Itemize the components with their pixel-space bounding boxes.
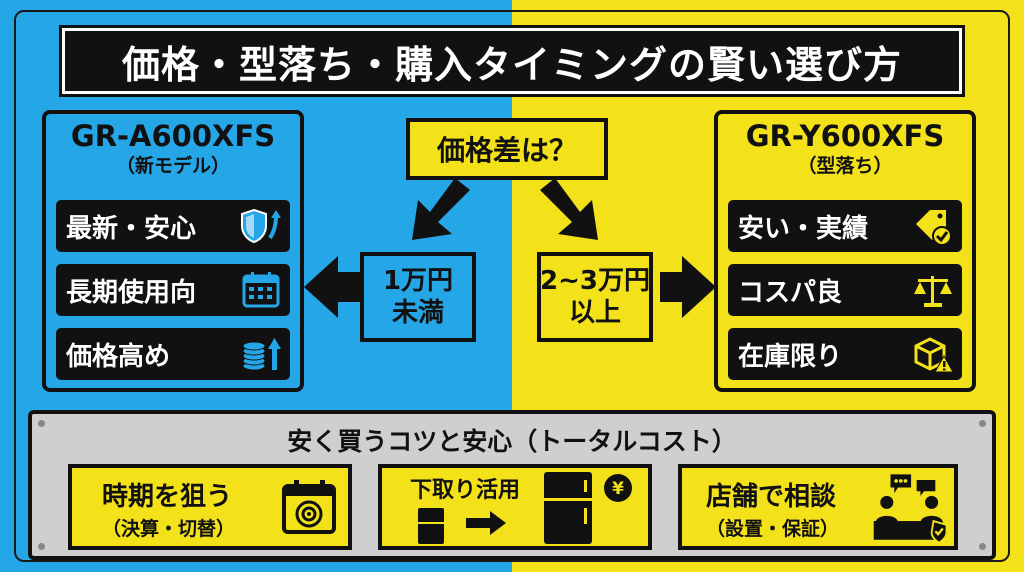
- item-label: 最新・安心: [66, 213, 197, 244]
- tip-sub-label: （決算・切替）: [102, 518, 236, 540]
- new-model-item-longterm: 長期使用向: [56, 264, 290, 316]
- price-diff-large-box: 2~3万円 以上: [537, 252, 653, 342]
- tip-trade-in: 下取り活用 ¥: [378, 464, 652, 550]
- old-model-subtitle: （型落ち）: [797, 155, 893, 177]
- rivet: [979, 543, 986, 550]
- new-model-item-latest: 最新・安心: [56, 200, 290, 252]
- new-model-item-price-high: 価格高め: [56, 328, 290, 380]
- calendar-icon: [242, 272, 280, 308]
- coins-up-icon: [242, 338, 281, 371]
- calendar-target-icon: [282, 480, 336, 534]
- title-banner: 価格・型落ち・購入タイミングの賢い選び方: [62, 28, 962, 94]
- store-consult-icon: [873, 474, 948, 544]
- tip-main-label: 時期を狙う: [102, 482, 233, 512]
- old-model-item-cost-performance: コスパ良: [728, 264, 962, 316]
- tip-main-label: 店舗で相談: [706, 482, 837, 512]
- item-label: コスパ良: [738, 277, 843, 308]
- item-label: 長期使用向: [66, 277, 197, 308]
- old-model-item-cheap: 安い・実績: [728, 200, 962, 252]
- scale-icon: [914, 276, 952, 307]
- tip-sub-label: （設置・保証）: [706, 518, 840, 540]
- price-diff-large-line1: 2~3万円: [540, 266, 650, 296]
- tip-main-label: 下取り活用: [410, 478, 521, 503]
- box-warning-icon: [914, 337, 954, 373]
- new-model-name: GR-A600XFS: [70, 119, 276, 153]
- item-label: 安い・実績: [738, 213, 869, 244]
- item-label: 在庫限り: [738, 341, 843, 372]
- tip-timing: 時期を狙う （決算・切替）: [68, 464, 352, 550]
- tip-store-consult: 店舗で相談 （設置・保証）: [678, 464, 958, 550]
- old-model-panel: GR-Y600XFS （型落ち） 安い・実績 コスパ良 在庫限り: [714, 110, 976, 392]
- price-tag-check-icon: [916, 210, 952, 246]
- fridge-trade-in-icon: ¥: [418, 472, 632, 544]
- price-difference-question: 価格差は？: [406, 118, 608, 180]
- rivet: [38, 543, 45, 550]
- price-diff-small-line1: 1万円: [382, 266, 454, 296]
- new-model-panel: GR-A600XFS （新モデル） 最新・安心 長期使用向 価格高め: [42, 110, 304, 392]
- price-diff-small-line2: 未満: [391, 298, 444, 328]
- item-label: 価格高め: [66, 341, 171, 372]
- tips-panel: 安く買うコツと安心（トータルコスト） 時期を狙う （決算・切替） 下取り活用 ¥: [28, 410, 996, 560]
- old-model-name: GR-Y600XFS: [745, 119, 945, 153]
- shield-up-icon: [241, 208, 281, 244]
- new-model-subtitle: （新モデル）: [115, 155, 230, 177]
- tips-title: 安く買うコツと安心（トータルコスト）: [287, 427, 737, 456]
- rivet: [979, 420, 986, 427]
- rivet: [38, 420, 45, 427]
- page-title: 価格・型落ち・購入タイミングの賢い選び方: [121, 42, 902, 87]
- price-diff-small-box: 1万円 未満: [360, 252, 476, 342]
- svg-text:¥: ¥: [612, 479, 624, 499]
- question-text: 価格差は？: [436, 134, 577, 167]
- old-model-item-limited-stock: 在庫限り: [728, 328, 962, 380]
- price-diff-large-line2: 以上: [568, 298, 621, 328]
